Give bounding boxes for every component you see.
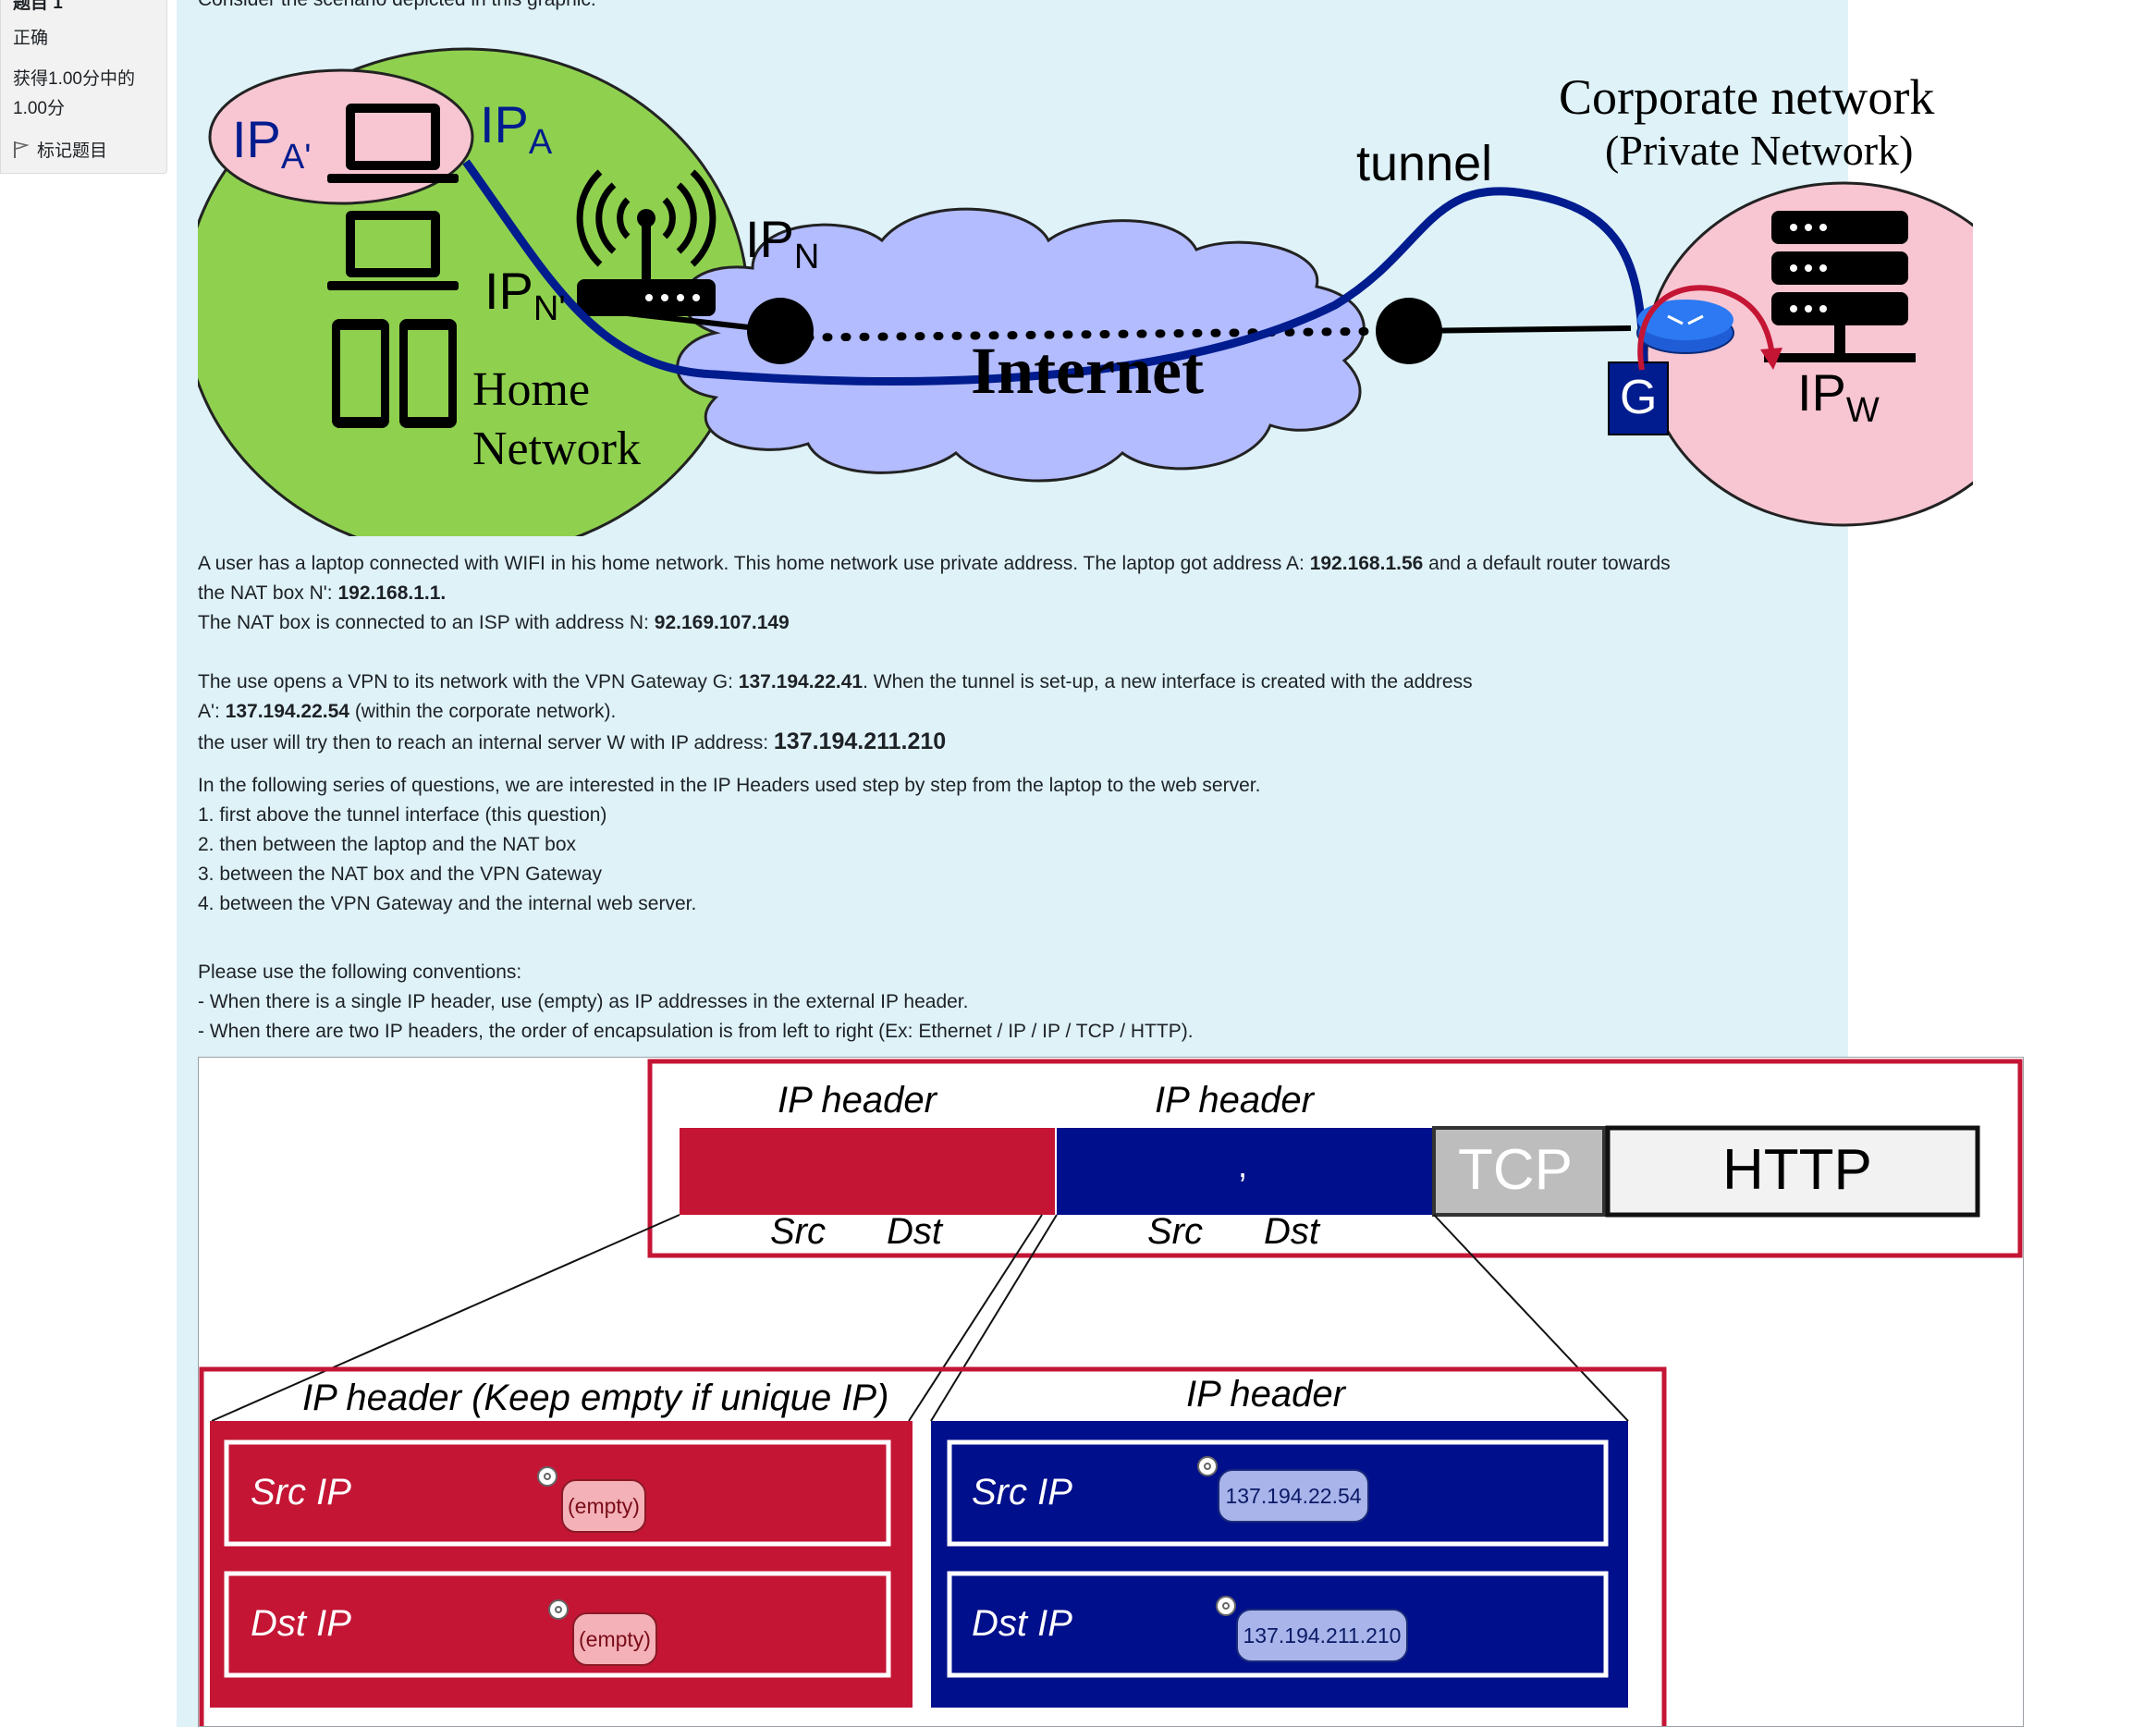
packet-http: HTTP	[1722, 1138, 1872, 1202]
label-ip-n-prime: IPN'	[484, 262, 566, 329]
drag-drop-area: IP header IP header , TCP HTTP Src Dst S…	[198, 1057, 2024, 1727]
packet-src-1: Src	[770, 1211, 826, 1252]
outer-src-drop-target-icon	[537, 1466, 557, 1487]
internet-cloud	[676, 207, 1366, 483]
packet-src-2: Src	[1147, 1211, 1203, 1252]
conventions-title: Please use the following conventions:	[198, 961, 522, 983]
gateway-node	[1376, 298, 1442, 364]
inner-src-ip-label: Src IP	[972, 1472, 1072, 1513]
flag-icon	[14, 141, 30, 158]
question-number: 题目 1	[13, 0, 63, 13]
http-block	[1605, 1125, 1980, 1218]
corporate-router-icon	[1636, 300, 1734, 354]
label-private-network: (Private Network)	[1605, 127, 1914, 174]
label-network: Network	[472, 423, 641, 475]
label-gateway: G	[1620, 371, 1658, 424]
packet-tcp: TCP	[1458, 1138, 1573, 1202]
packet-dst-2: Dst	[1264, 1211, 1319, 1252]
question-grade: 获得1.00分中的1.00分	[13, 69, 135, 118]
outer-src-ip-label: Src IP	[251, 1472, 351, 1513]
tunnel-path	[462, 159, 1649, 386]
label-internet: Internet	[971, 334, 1204, 408]
inner-header-title: IP header	[1186, 1374, 1345, 1415]
paragraph-2-line-1: The use opens a VPN to its network with …	[198, 671, 1473, 692]
outer-header-panel	[210, 1421, 913, 1708]
label-tunnel: tunnel	[1356, 136, 1493, 191]
label-corporate-network: Corporate network	[1559, 69, 1935, 125]
outer-dst-drop-item[interactable]: (empty)	[572, 1612, 657, 1666]
server-icon	[1764, 211, 1916, 362]
tablet-icon	[332, 319, 457, 428]
paragraph-2-line-2: A': 137.194.22.54 (within the corporate …	[198, 701, 617, 722]
tcp-block	[1432, 1126, 1606, 1217]
paragraph-3: In the following series of questions, we…	[198, 775, 1261, 796]
nat-node	[747, 298, 814, 364]
inner-dst-drop-item[interactable]: 137.194.211.210	[1236, 1609, 1408, 1662]
outer-header-title: IP header (Keep empty if unique IP)	[302, 1378, 889, 1418]
inner-src-drop-item[interactable]: 137.194.22.54	[1218, 1469, 1369, 1523]
convention-1: - When there is a single IP header, use …	[198, 991, 969, 1012]
gateway-box	[1608, 361, 1669, 435]
label-home: Home	[472, 363, 591, 416]
inner-header-block	[1057, 1128, 1432, 1215]
paragraph-1-line-2: the NAT box N': 192.168.1.1.	[198, 582, 447, 604]
wifi-router-icon	[576, 169, 717, 316]
paragraph-1-line-1: A user has a laptop connected with WIFI …	[198, 553, 1671, 574]
laptop-icon	[327, 104, 459, 183]
flag-label: 标记题目	[37, 141, 108, 161]
flag-question-link[interactable]: 标记题目	[13, 137, 107, 162]
question-state: 正确	[13, 29, 49, 48]
outer-header-block	[680, 1128, 1055, 1215]
step-1: 1. first above the tunnel interface (thi…	[198, 804, 607, 826]
network-diagram	[198, 47, 1973, 536]
packet-comma: ,	[1238, 1146, 1248, 1184]
label-ip-a: IPA	[480, 95, 553, 163]
internal-route-arrow	[1637, 285, 1775, 371]
inner-dst-drop-target-icon	[1216, 1596, 1236, 1616]
packet-ip-header-1: IP header	[778, 1080, 937, 1121]
intro-text: Consider the scenario depicted in this g…	[198, 0, 596, 15]
step-3: 3. between the NAT box and the VPN Gatew…	[198, 864, 602, 885]
step-4: 4. between the VPN Gateway and the inter…	[198, 893, 697, 914]
outer-dst-ip-label: Dst IP	[251, 1603, 351, 1644]
packet-ip-header-2: IP header	[1155, 1080, 1314, 1121]
laptop-icon-2	[327, 211, 459, 290]
inner-header-panel	[931, 1421, 1628, 1708]
inner-src-drop-target-icon	[1197, 1456, 1218, 1476]
packet-dst-1: Dst	[887, 1211, 942, 1252]
label-ip-w: IPW	[1797, 363, 1880, 431]
internet-path	[803, 326, 1404, 342]
outer-src-drop-item[interactable]: (empty)	[561, 1479, 646, 1533]
label-ip-n: IPN	[745, 210, 820, 277]
paragraph-2-line-3: the user will try then to reach an inter…	[198, 729, 947, 754]
paragraph-1-line-3: The NAT box is connected to an ISP with …	[198, 612, 790, 633]
label-ip-a-prime: IPA'	[232, 110, 312, 178]
corp-link	[1408, 325, 1632, 334]
outer-dst-drop-target-icon	[548, 1599, 569, 1620]
inner-dst-ip-label: Dst IP	[972, 1603, 1072, 1644]
convention-2: - When there are two IP headers, the ord…	[198, 1021, 1194, 1042]
question-info-box: 题目 1 正确 获得1.00分中的1.00分 标记题目	[0, 0, 167, 174]
step-2: 2. then between the laptop and the NAT b…	[198, 834, 577, 855]
